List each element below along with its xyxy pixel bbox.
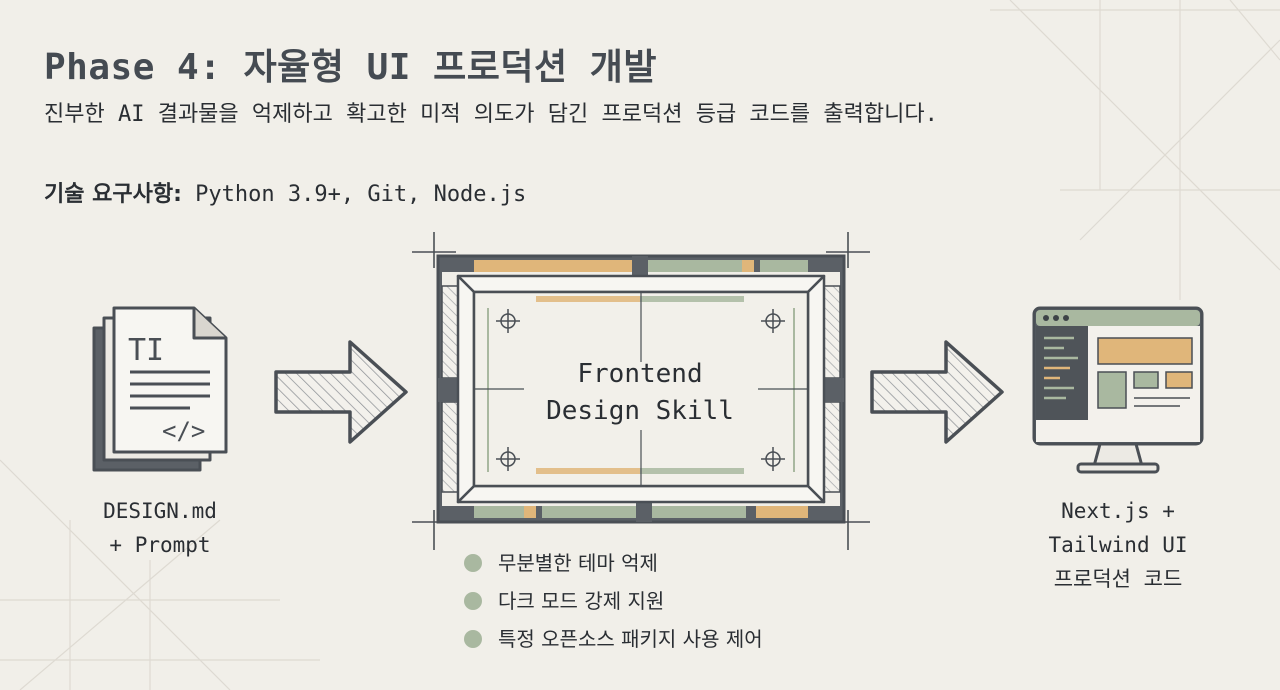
feature-item: 무분별한 테마 억제 — [462, 544, 763, 582]
design-skill-label: Frontend Design Skill — [470, 356, 810, 430]
output-caption-line-3: 프로덕션 코드 — [1053, 567, 1183, 591]
flow-arrow-right — [870, 340, 1004, 444]
bullet-dot-icon — [464, 554, 482, 572]
design-skill-frame — [412, 232, 870, 550]
feature-item: 특정 오픈소스 패키지 사용 제어 — [462, 620, 763, 658]
design-skill-line-2: Design Skill — [546, 396, 734, 426]
requirements-value: Python 3.9+, Git, Node.js — [195, 182, 527, 207]
feature-item: 다크 모드 강제 지원 — [462, 582, 763, 620]
input-caption: DESIGN.md + Prompt — [60, 494, 260, 562]
input-caption-line-1: DESIGN.md — [103, 499, 217, 523]
requirements-line: 기술 요구사항: Python 3.9+, Git, Node.js — [44, 176, 526, 208]
page-subtitle: 진부한 AI 결과물을 억제하고 확고한 미적 의도가 담긴 프로덕션 등급 코… — [44, 102, 938, 127]
page-title: Phase 4: 자율형 UI 프로덕션 개발 — [44, 47, 658, 88]
feature-text: 무분별한 테마 억제 — [498, 551, 658, 575]
doc-icon-text: TI — [128, 333, 164, 368]
monitor-icon — [1032, 306, 1204, 474]
document-stack-icon: TI </> — [92, 306, 228, 472]
feature-text: 다크 모드 강제 지원 — [498, 589, 665, 613]
output-caption-line-1: Next.js + — [1061, 499, 1175, 523]
bullet-dot-icon — [464, 592, 482, 610]
code-glyph: </> — [162, 417, 205, 445]
input-caption-line-2: + Prompt — [109, 533, 211, 557]
design-skill-line-1: Frontend — [577, 359, 703, 389]
feature-list: 무분별한 테마 억제 다크 모드 강제 지원 특정 오픈소스 패키지 사용 제어 — [462, 544, 763, 658]
flow-arrow-left — [274, 340, 408, 444]
bullet-dot-icon — [464, 630, 482, 648]
feature-text: 특정 오픈소스 패키지 사용 제어 — [498, 627, 763, 651]
requirements-label: 기술 요구사항: — [44, 182, 182, 207]
output-caption-line-2: Tailwind UI — [1048, 533, 1188, 557]
output-caption: Next.js + Tailwind UI 프로덕션 코드 — [1010, 494, 1226, 596]
